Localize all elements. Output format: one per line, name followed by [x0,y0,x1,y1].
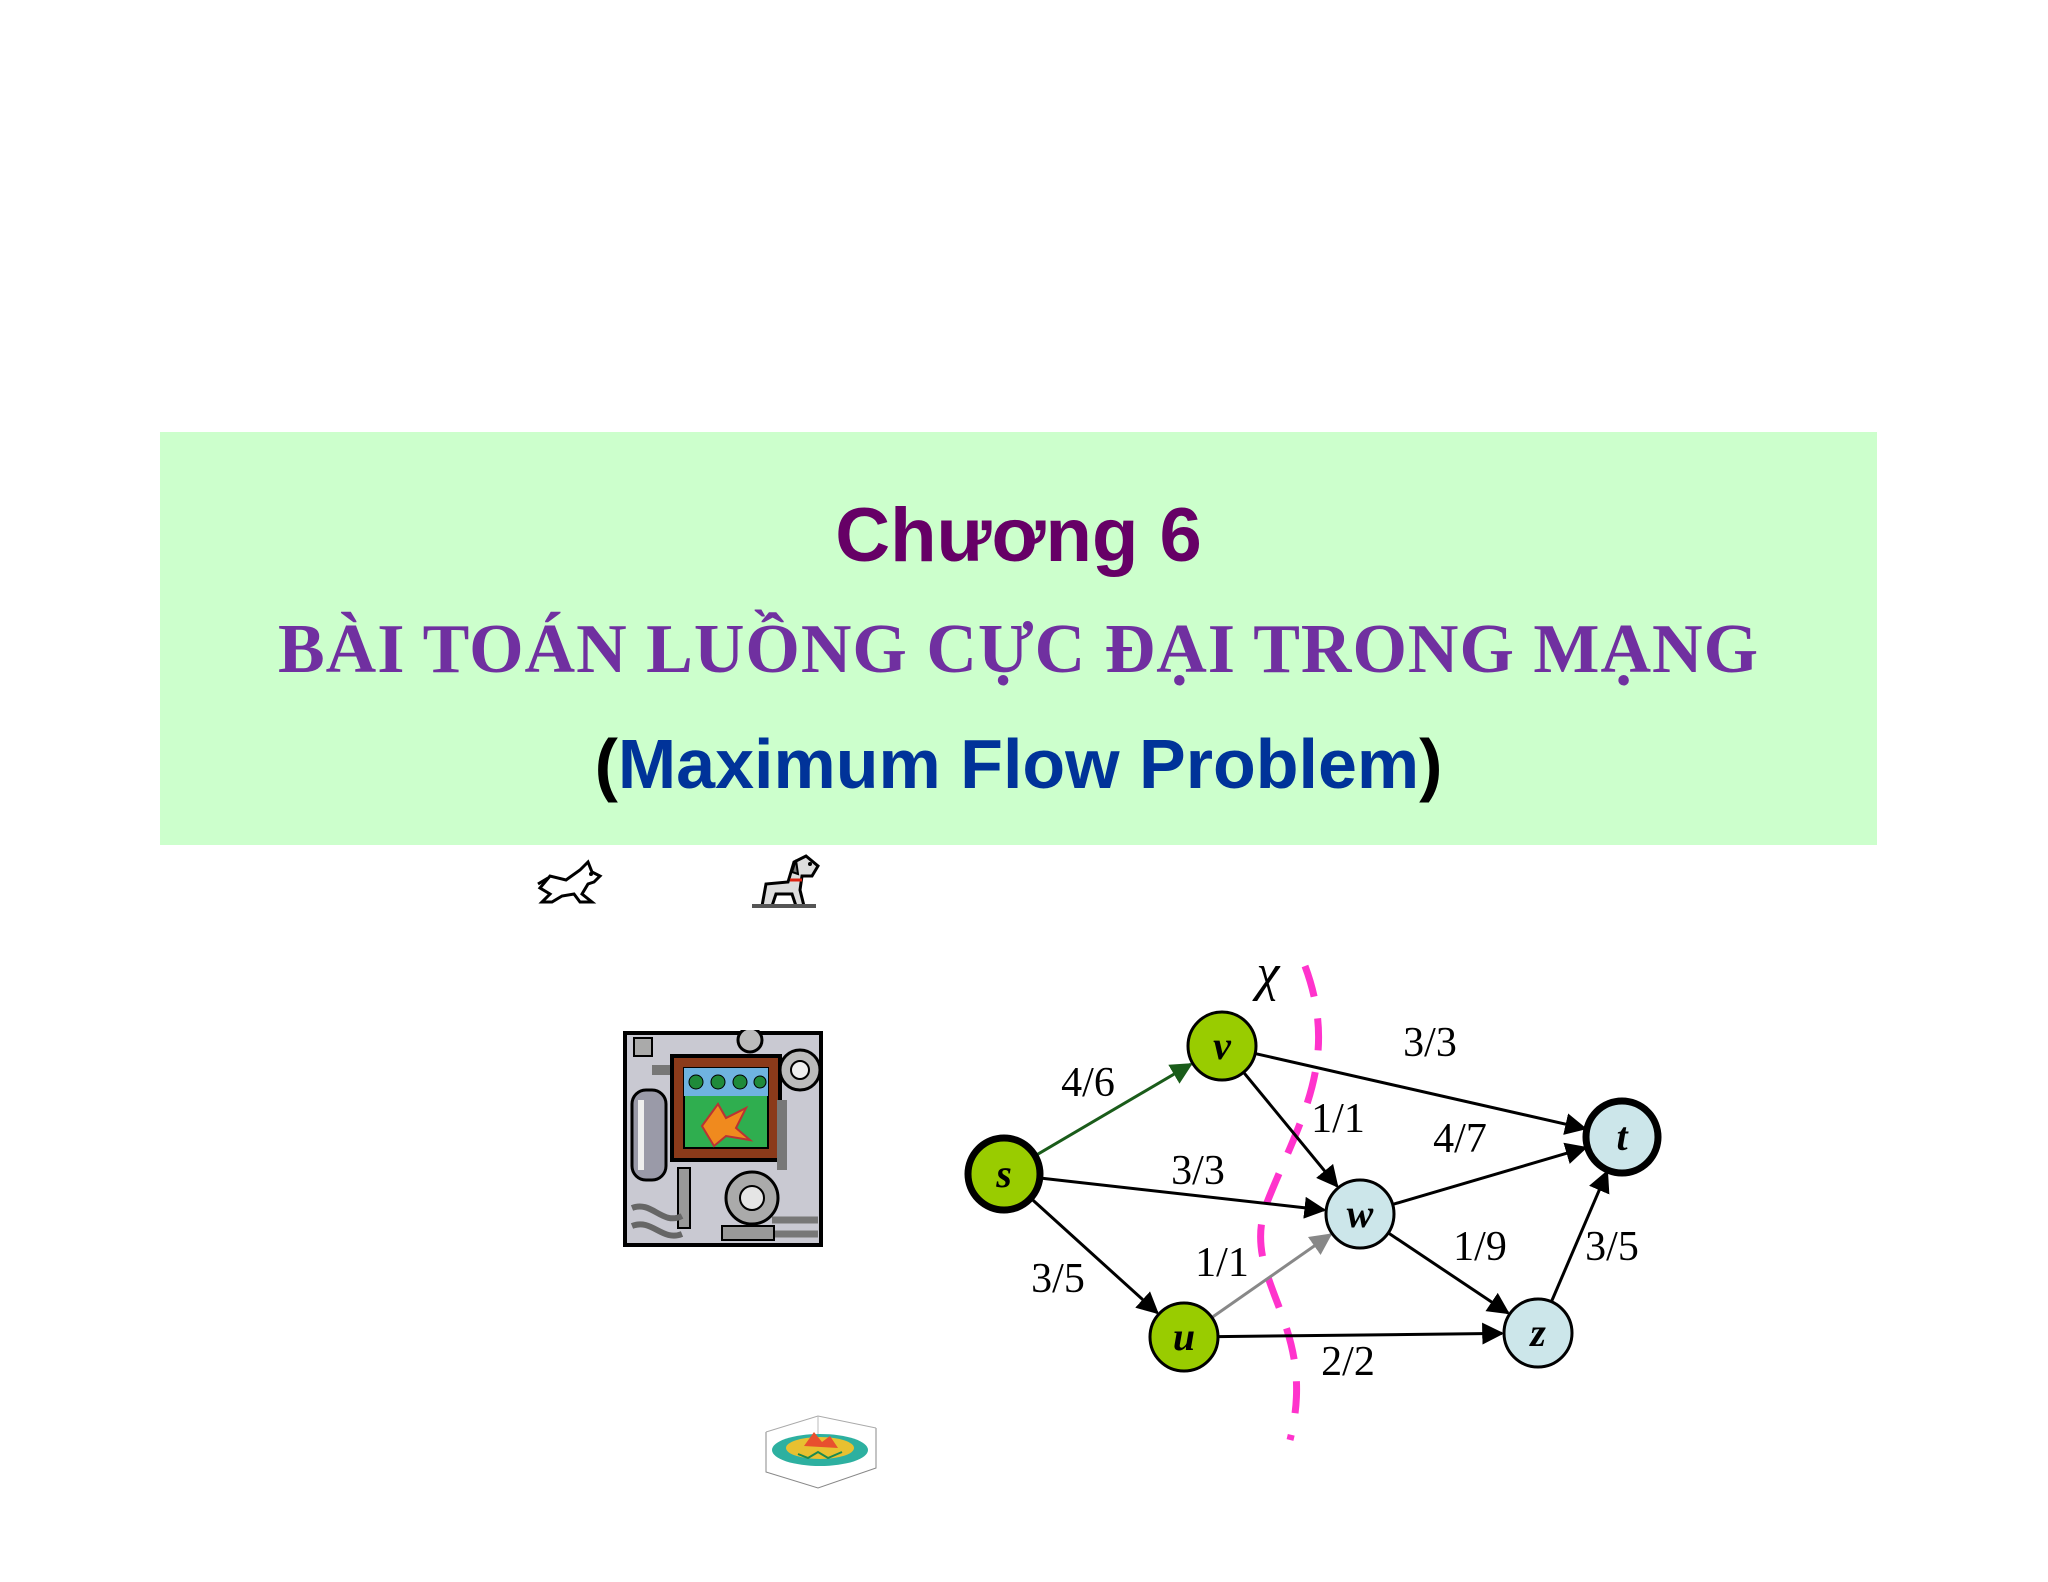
title-vietnamese: BÀI TOÁN LUỒNG CỰC ĐẠI TRONG MẠNG [277,611,1760,688]
node-s: s [964,1134,1044,1214]
edge-w-z [1387,1231,1510,1315]
title-banner: Chương 6 BÀI TOÁN LUỒNG CỰC ĐẠI TRONG MẠ… [160,432,1877,845]
title-english-text: Maximum Flow Problem [617,725,1420,803]
node-label-u: u [1173,1314,1195,1359]
pipes-clipart [623,1030,823,1247]
edge-label-w-t: 4/7 [1433,1116,1487,1162]
edge-label-u-z: 2/2 [1321,1339,1375,1385]
dog-clipart [752,854,820,908]
node-z: z [1502,1297,1574,1369]
title-english: (Maximum Flow Problem) [160,724,1877,804]
cut-label: χ [1252,945,1281,1002]
node-w: w [1324,1178,1396,1250]
edge-u-w [1211,1233,1333,1319]
node-label-s: s [995,1151,1012,1196]
edge-label-z-t: 3/5 [1585,1224,1639,1270]
edge-label-s-u: 3/5 [1031,1256,1085,1302]
cat-clipart [537,859,603,904]
node-label-z: z [1528,1310,1546,1355]
edge-label-v-t: 3/3 [1403,1020,1457,1066]
node-circle-t [1582,1097,1662,1177]
cut-line [1257,964,1323,1441]
node-t: t [1582,1097,1662,1177]
edge-z-t [1550,1169,1610,1303]
edge-label-w-z: 1/9 [1453,1224,1507,1270]
open-paren: ( [594,725,618,803]
edge-s-v [1034,1062,1193,1158]
node-circle-s [964,1134,1044,1214]
edge-w-t [1392,1142,1588,1206]
edge-label-s-w: 3/3 [1171,1148,1225,1194]
node-circle-v [1186,1010,1258,1082]
close-paren: ) [1419,725,1443,803]
node-u: u [1148,1301,1220,1373]
node-v: v [1186,1010,1258,1082]
3d-surface-plot-clipart [765,1415,877,1489]
edge-label-v-w: 1/1 [1311,1096,1365,1142]
edge-label-s-v: 4/6 [1061,1060,1115,1106]
node-label-t: t [1616,1114,1629,1159]
node-label-v: v [1213,1023,1232,1068]
edge-s-u [1029,1197,1159,1315]
node-circle-z [1502,1297,1574,1369]
edge-label-u-w: 1/1 [1195,1240,1249,1286]
edge-v-w [1242,1071,1339,1188]
node-circle-u [1148,1301,1220,1373]
node-label-w: w [1347,1191,1374,1236]
node-circle-w [1324,1178,1396,1250]
edge-u-z [1217,1322,1505,1345]
edge-v-t [1254,1052,1588,1135]
chapter-heading: Chương 6 [835,493,1202,578]
edge-s-w [1039,1176,1327,1219]
